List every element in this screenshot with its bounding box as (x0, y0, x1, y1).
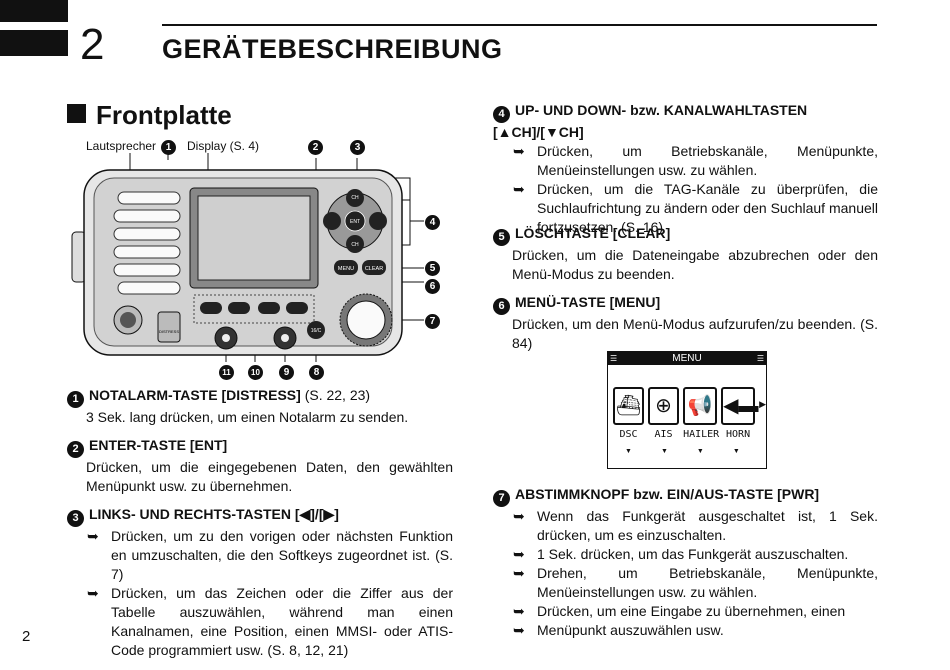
ch-down-key-label: CH (351, 242, 359, 248)
callout-6: 6 (425, 278, 440, 296)
bullet-line: ➥1 Sek. drücken, um das Funkgerät auszus… (513, 546, 849, 562)
callout-7: 7 (425, 313, 440, 331)
bullet-line: ➥Drücken, um eine Eingabe zu übernehmen,… (513, 603, 846, 619)
callout-5: 5 (425, 260, 440, 278)
down-triangle-icon: ▼ (732, 448, 740, 455)
callout-8: 8 (309, 364, 324, 382)
section-title: Frontplatte (96, 100, 232, 130)
label-speaker: Lautsprecher (86, 139, 157, 153)
callout-9: 9 (279, 364, 294, 382)
callout-2: 2 (308, 139, 323, 157)
menu-icon-hailer: 📢 HAILER (683, 387, 719, 440)
menu-screen-titlebar: ☰ MENU ☰ (608, 352, 766, 365)
label-display: Display (S. 4) (187, 139, 260, 153)
ship-icon: ⛴ (613, 387, 645, 425)
radio-front-panel-illustration: DISTRESS ENT CH CH MENU CLEAR 16/C (71, 153, 424, 362)
bullet-line: ➥Menüpunkt auszuwählen usw. (513, 622, 724, 638)
ent-key-label: ENT (350, 219, 360, 225)
clear-key-label: CLEAR (365, 266, 383, 272)
menu-icon-ais: ⊕ AIS (648, 387, 680, 440)
callout-10: 10 (248, 364, 263, 382)
bullet-line: ➥Drehen, um Betriebskanäle, Menüpunkte, … (513, 565, 878, 600)
down-triangle-icon: ▼ (660, 448, 668, 455)
section-heading: Frontplatte (67, 99, 232, 131)
chapter-title: GERÄTEBESCHREIBUNG (162, 34, 503, 64)
bullet-line: ➥Drücken, um zu den vorigen oder nächste… (87, 528, 453, 582)
horn-icon: ◀▬ (721, 387, 758, 425)
bullet-line: ➥Drücken, um Betriebskanäle, Menüpunkte,… (513, 143, 878, 178)
page-number: 2 (22, 628, 31, 645)
16c-key-label: 16/C (311, 328, 322, 334)
bullet-line: ➥Wenn das Funkgerät ausgeschaltet ist, 1… (513, 508, 878, 543)
menu-screen-illustration: ☰ MENU ☰ ⛴ DSC ⊕ AIS 📢 HAILER ◀▬ HORN ▶ … (607, 351, 767, 469)
down-triangle-icon: ▼ (696, 448, 704, 455)
scroll-right-arrow-icon: ▶ (759, 399, 766, 409)
menu-icon-dsc: ⛴ DSC (613, 387, 645, 440)
chapter-number: 2 (80, 20, 105, 69)
menu-key-label: MENU (338, 266, 354, 272)
callout-11: 11 (219, 364, 234, 382)
header-rule (162, 24, 877, 26)
callout-3: 3 (350, 139, 365, 157)
menu-icon-row: ⛴ DSC ⊕ AIS 📢 HAILER ◀▬ HORN ▶ (608, 365, 766, 440)
down-triangle-icon: ▼ (625, 448, 632, 455)
distress-key-label: DISTRESS (159, 329, 179, 334)
menu-bars-icon: ☰ (756, 354, 764, 363)
softkey-indicators: ▼ ▼ ▼ ▼ (608, 440, 766, 455)
bullet-line: ➥Drücken, um die TAG-Kanäle zu überprüfe… (513, 181, 878, 235)
callout-1: 1 (161, 139, 176, 157)
menu-screen-title: MENU (672, 353, 702, 364)
square-bullet-icon (67, 104, 86, 123)
megaphone-icon: 📢 (683, 387, 718, 425)
bullet-line: ➥Drücken, um das Zeichen oder die Ziffer… (87, 585, 453, 658)
ch-up-key-label: CH (351, 195, 359, 201)
compass-icon: ⊕ (648, 387, 680, 425)
chapter-tab-bar-top (0, 0, 68, 22)
menu-bars-icon: ☰ (610, 354, 618, 363)
menu-icon-horn: ◀▬ HORN (721, 387, 758, 440)
callout-4: 4 (425, 214, 440, 232)
chapter-tab-bar-bottom (0, 30, 68, 56)
